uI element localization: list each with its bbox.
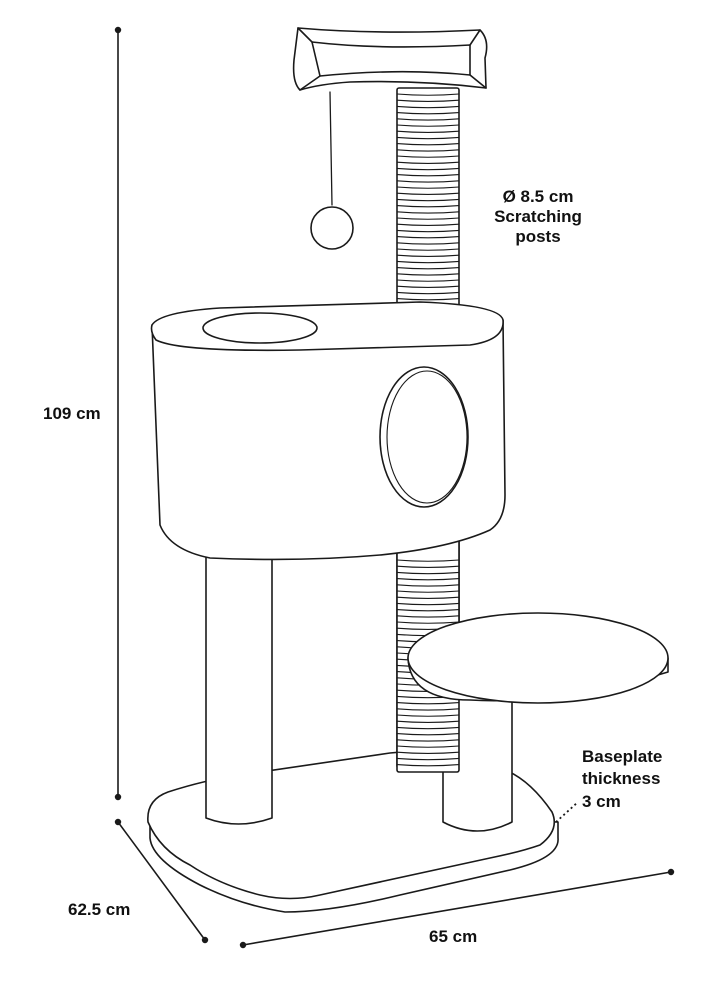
width-label: 65 cm (429, 927, 478, 946)
depth-dimension-line (114, 818, 209, 944)
baseplate-label-2: thickness (582, 769, 661, 788)
baseplate-label-3: 3 cm (582, 792, 621, 811)
hanging-toy (310, 91, 354, 250)
round-platform (407, 612, 669, 704)
side-entry-hole (379, 366, 469, 508)
post-diameter-label: Ø 8.5 cm (502, 187, 574, 206)
depth-label: 62.5 cm (68, 900, 131, 919)
height-dimension-line (114, 26, 122, 801)
platform-support-post (442, 679, 513, 832)
width-dimension-line (239, 868, 675, 949)
height-label: 109 cm (43, 404, 101, 423)
post-name-label-1: Scratching (494, 207, 582, 226)
top-entry-hole (202, 312, 318, 344)
post-name-label-2: posts (515, 227, 561, 246)
top-perch (292, 27, 488, 91)
baseplate-label-1: Baseplate (582, 747, 663, 766)
house-cube (150, 301, 506, 561)
left-support-post (205, 544, 273, 825)
